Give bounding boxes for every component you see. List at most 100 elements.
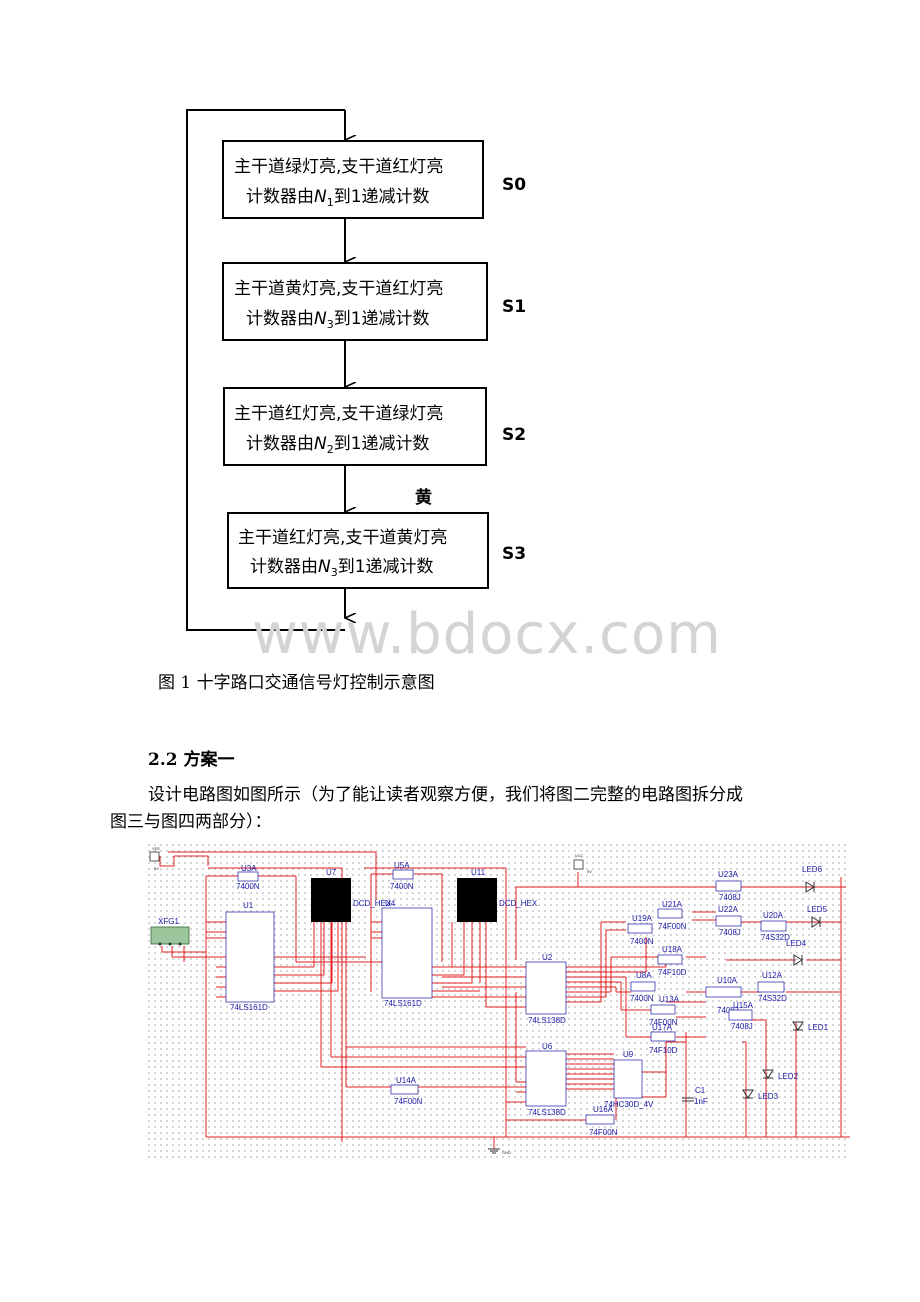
svg-text:7408J: 7408J: [719, 893, 741, 902]
svg-text:U8A: U8A: [636, 971, 652, 980]
counter-u4: U4 74LS161D: [381, 899, 433, 1008]
led-2: LED2: [762, 1069, 799, 1081]
gate-u8a: U8A 7400N: [630, 971, 656, 1003]
svg-text:LED2: LED2: [778, 1072, 799, 1081]
state-box-s0: 主干道绿灯亮,支干道红灯亮 计数器由N1到1递减计数: [222, 140, 484, 219]
svg-text:LED3: LED3: [758, 1092, 779, 1101]
svg-text:U19A: U19A: [632, 914, 653, 923]
svg-text:U5A: U5A: [394, 861, 410, 870]
svg-text:U9: U9: [623, 1050, 634, 1059]
svg-text:计数器由N2到1递减计数: 计数器由N2到1递减计数: [246, 434, 430, 456]
svg-text:U10A: U10A: [717, 976, 738, 985]
gate-u10a: U10A 7408J: [705, 976, 742, 1015]
svg-text:U12A: U12A: [762, 971, 783, 980]
svg-text:74F10D: 74F10D: [649, 1046, 678, 1055]
svg-text:LED1: LED1: [808, 1023, 829, 1032]
svg-text:U20A: U20A: [763, 911, 784, 920]
counter-u1: U1 74LS161D: [225, 901, 275, 1012]
svg-text:U16A: U16A: [593, 1105, 614, 1114]
gate-u5a: U5A 7400N: [390, 861, 414, 891]
function-generator-xfg1: XFG1: [150, 917, 190, 946]
svg-text:计数器由N3到1递减计数: 计数器由N3到1递减计数: [246, 309, 430, 331]
watermark: www.bdocx.com: [252, 602, 722, 667]
svg-text:U13A: U13A: [659, 995, 680, 1004]
section-heading: 2.2 方案一: [148, 750, 235, 770]
state-flowchart: 主干道绿灯亮,支干道红灯亮 计数器由N1到1递减计数 S0 主干道黄灯亮,支干道…: [186, 109, 526, 631]
gate-u17a: U17A 74F10D: [649, 1023, 678, 1055]
svg-text:U4: U4: [385, 899, 396, 908]
svg-text:74HC30D_4V: 74HC30D_4V: [604, 1100, 654, 1109]
svg-text:7408J: 7408J: [731, 1022, 753, 1031]
gate-u16a: U16A 74F00N: [585, 1105, 618, 1137]
gate-u20a: U20A 74S32D: [760, 911, 790, 942]
svg-text:U2: U2: [542, 953, 553, 962]
led-3: LED3: [742, 1089, 779, 1101]
gate-u22a: U22A 7408J: [715, 905, 742, 937]
svg-text:74F00N: 74F00N: [394, 1097, 423, 1106]
gate-u12a: U12A 74S32D: [757, 971, 787, 1003]
svg-text:74S32D: 74S32D: [761, 933, 790, 942]
gate-u15a: U15A 7408J: [728, 1001, 754, 1031]
svg-text:74F00N: 74F00N: [589, 1128, 618, 1137]
svg-text:7400N: 7400N: [630, 994, 654, 1003]
gnd-symbol: GND: [488, 1148, 511, 1155]
led-6: LED6: [802, 865, 823, 893]
led-4: LED4: [786, 939, 807, 966]
state-box-s1: 主干道黄灯亮,支干道红灯亮 计数器由N3到1递减计数: [222, 262, 488, 341]
paragraph-line-2: 图三与图四两部分）：: [110, 812, 272, 832]
svg-text:5V: 5V: [154, 866, 159, 871]
state-label-s1: S1: [502, 297, 526, 317]
decoder-u6: U6 74LS138D: [525, 1042, 567, 1117]
led-1: LED1: [792, 1021, 829, 1032]
state-box-s3: 主干道红灯亮,支干道黄灯亮 计数器由N3到1递减计数: [227, 512, 489, 589]
gate-u18a: U18A 74F10D: [657, 945, 687, 977]
svg-text:主干道绿灯亮,支干道红灯亮: 主干道绿灯亮,支干道红灯亮: [234, 157, 443, 177]
state-box-s2: 主干道红灯亮,支干道绿灯亮 计数器由N2到1递减计数: [223, 387, 487, 466]
svg-text:U3A: U3A: [241, 864, 257, 873]
svg-text:7408J: 7408J: [717, 1006, 739, 1015]
svg-text:7400N: 7400N: [236, 882, 260, 891]
circuit-wires: [159, 851, 866, 1149]
svg-text:VEE: VEE: [152, 846, 160, 851]
svg-text:U21A: U21A: [662, 900, 683, 909]
svg-text:U17A: U17A: [652, 1023, 673, 1032]
svg-text:C1: C1: [695, 1086, 706, 1095]
decoder-u2: U2 74LS138D: [525, 953, 567, 1025]
gate-u14a: U14A 74F00N: [390, 1076, 423, 1106]
svg-text:XFG1: XFG1: [158, 917, 179, 926]
svg-text:U7: U7: [326, 868, 337, 877]
svg-text:7400N: 7400N: [630, 937, 654, 946]
gate-u21a: U21A 74F00N: [657, 900, 687, 931]
arrow-label-yellow: 黄: [415, 487, 432, 508]
svg-text:U1: U1: [243, 901, 254, 910]
svg-text:GND: GND: [502, 1150, 511, 1155]
state-label-s2: S2: [502, 425, 526, 445]
svg-text:74LS161D: 74LS161D: [384, 999, 422, 1008]
svg-text:74F00N: 74F00N: [649, 1018, 678, 1027]
hex-display-u11: U11 DCD_HEX: [457, 868, 538, 922]
capacitor-c1: C1 1nF: [682, 1086, 708, 1106]
nand-u9: U9 74HC30D_4V: [604, 1050, 654, 1109]
svg-text:5V: 5V: [587, 869, 592, 874]
svg-text:U23A: U23A: [718, 870, 739, 879]
svg-text:计数器由N1到1递减计数: 计数器由N1到1递减计数: [246, 187, 430, 209]
svg-text:U18A: U18A: [662, 945, 683, 954]
figure-caption: 图 1 十字路口交通信号灯控制示意图: [158, 673, 435, 693]
gate-u23a: U23A 7408J: [715, 870, 742, 902]
svg-text:1nF: 1nF: [694, 1097, 708, 1106]
vcc-source: VCC 5V: [573, 853, 592, 874]
svg-text:DCD_HEX: DCD_HEX: [499, 899, 538, 908]
led-5: LED5: [807, 905, 828, 928]
circuit-schematic: VEE 5V VCC 5V GND XFG1 U3A 7400N U1 74LS…: [146, 842, 866, 1158]
svg-text:74F10D: 74F10D: [658, 968, 687, 977]
svg-text:U6: U6: [542, 1042, 553, 1051]
state-label-s0: S0: [502, 175, 526, 195]
body-paragraph: 设计电路图如图所示（为了能让读者观察方便，我们将图二完整的电路图拆分成 图三与图…: [110, 782, 808, 836]
svg-text:7408J: 7408J: [719, 928, 741, 937]
svg-text:U22A: U22A: [718, 905, 739, 914]
svg-text:计数器由N3到1递减计数: 计数器由N3到1递减计数: [250, 557, 434, 579]
gate-u13a: U13A 74F00N: [649, 995, 680, 1027]
gate-u3a: U3A 7400N: [236, 864, 260, 891]
svg-text:74LS138D: 74LS138D: [528, 1108, 566, 1117]
svg-text:LED4: LED4: [786, 939, 807, 948]
